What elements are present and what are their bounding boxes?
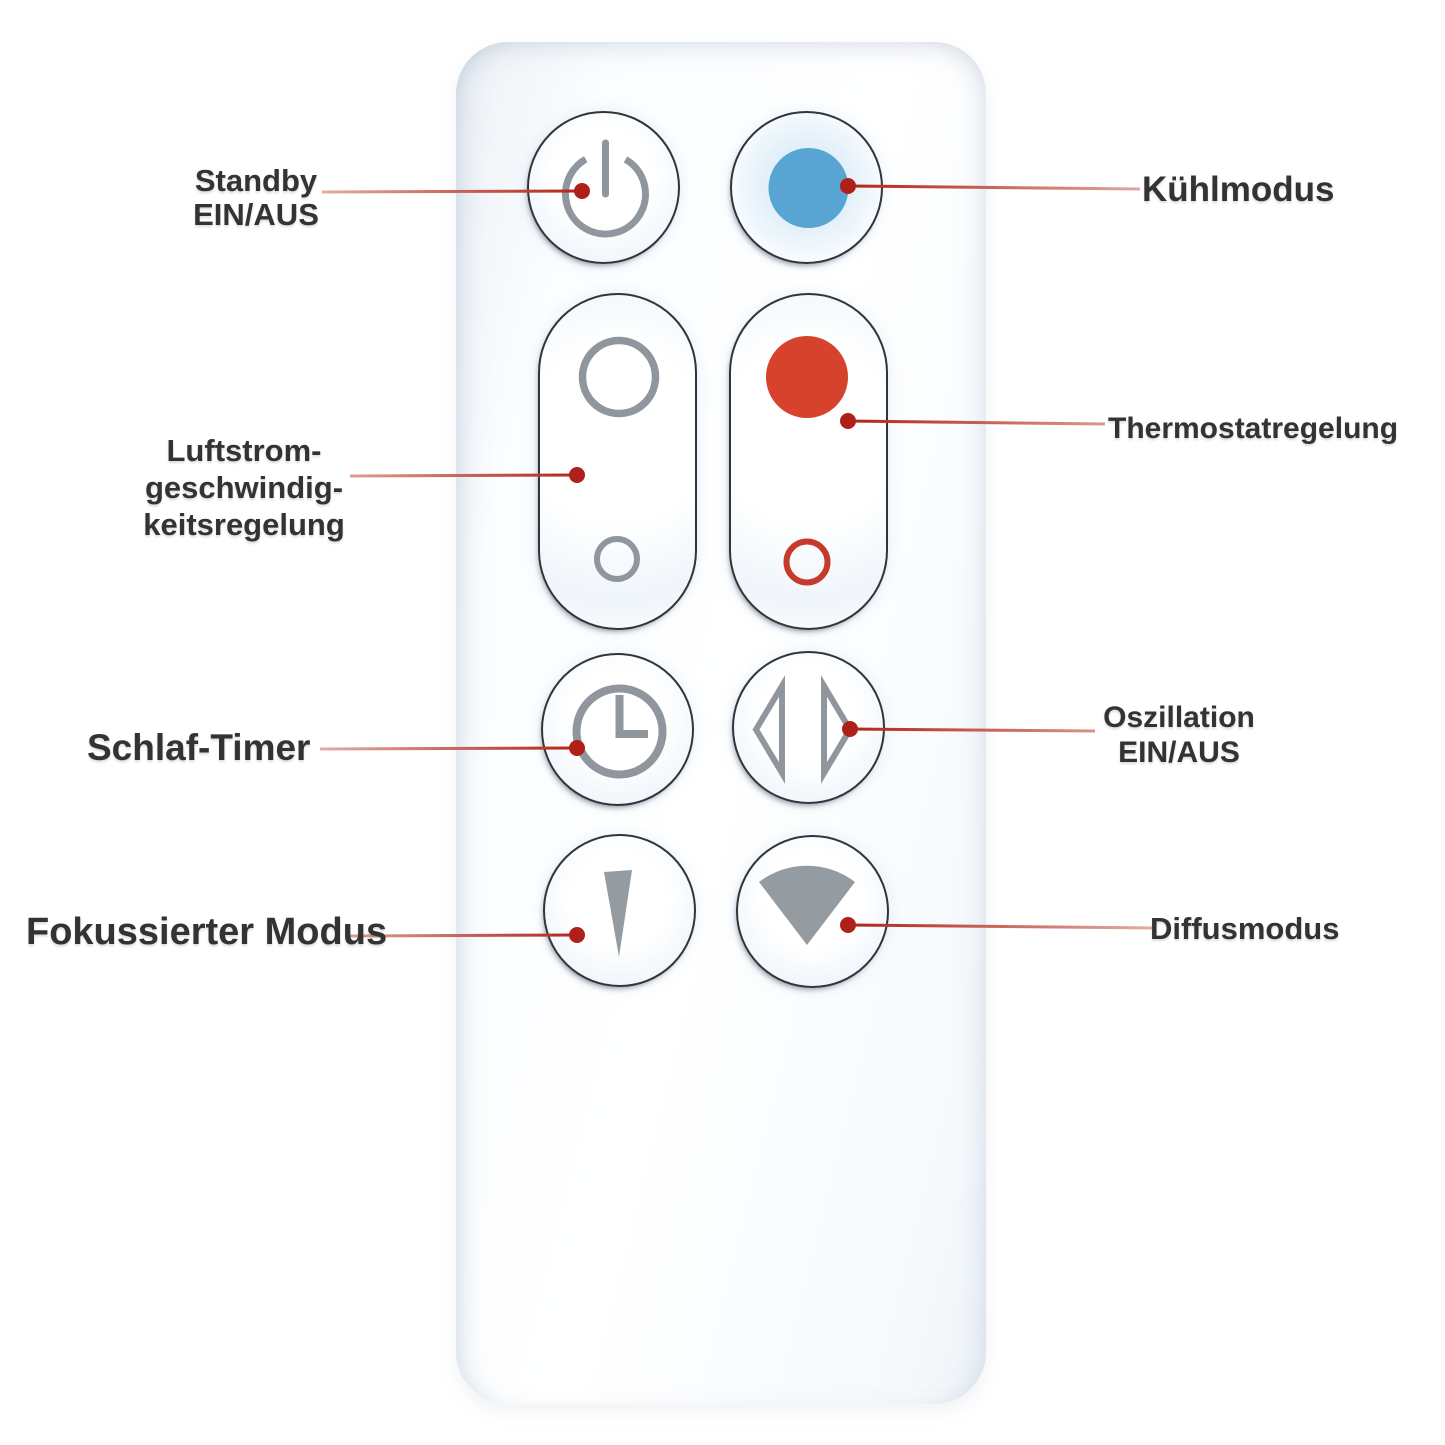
cool-mode-button [730,111,883,264]
power-button [527,111,680,264]
callout-focused-mode: Fokussierter Modus [26,911,388,953]
oscillation-button [732,651,885,804]
callout-thermostat: Thermostatregelung [1108,412,1399,445]
wide-fan-icon [759,865,855,945]
clock-icon [572,684,667,779]
callout-standby: Standby EIN/AUS [146,164,366,231]
sleep-timer-button [541,653,694,806]
airflow-rings-icon [578,336,660,582]
callout-diffuse-mode: Diffusmodus [1150,911,1340,946]
narrow-jet-icon [604,870,632,957]
callout-sleep-timer: Schlaf-Timer [87,727,311,768]
callout-oscillation-line1: Oszillation [1103,701,1255,734]
callout-standby-line2: EIN/AUS [193,196,319,232]
callout-airflow-line3: keitsregelung [143,507,345,542]
blue-dot-icon [768,148,849,228]
diffuse-mode-button [736,835,889,988]
callout-airflow-speed: Luftstrom- geschwindig- keitsregelung [134,432,354,543]
callout-oscillation: Oszillation EIN/AUS [1071,700,1287,770]
remote-control-body [456,42,986,1404]
heat-dot-icon [766,336,848,586]
callout-cool-mode: Kühlmodus [1142,170,1335,209]
callout-airflow-line1: Luftstrom- [166,433,322,468]
oscillation-arrows-icon [752,675,854,784]
power-icon [562,139,649,238]
callout-standby-line1: Standby [194,163,318,198]
airflow-speed-control [538,293,697,630]
focused-mode-button [543,834,696,987]
callout-oscillation-line2: EIN/AUS [1118,736,1240,769]
thermostat-control [729,293,888,630]
callout-airflow-line2: geschwindig- [144,470,344,505]
